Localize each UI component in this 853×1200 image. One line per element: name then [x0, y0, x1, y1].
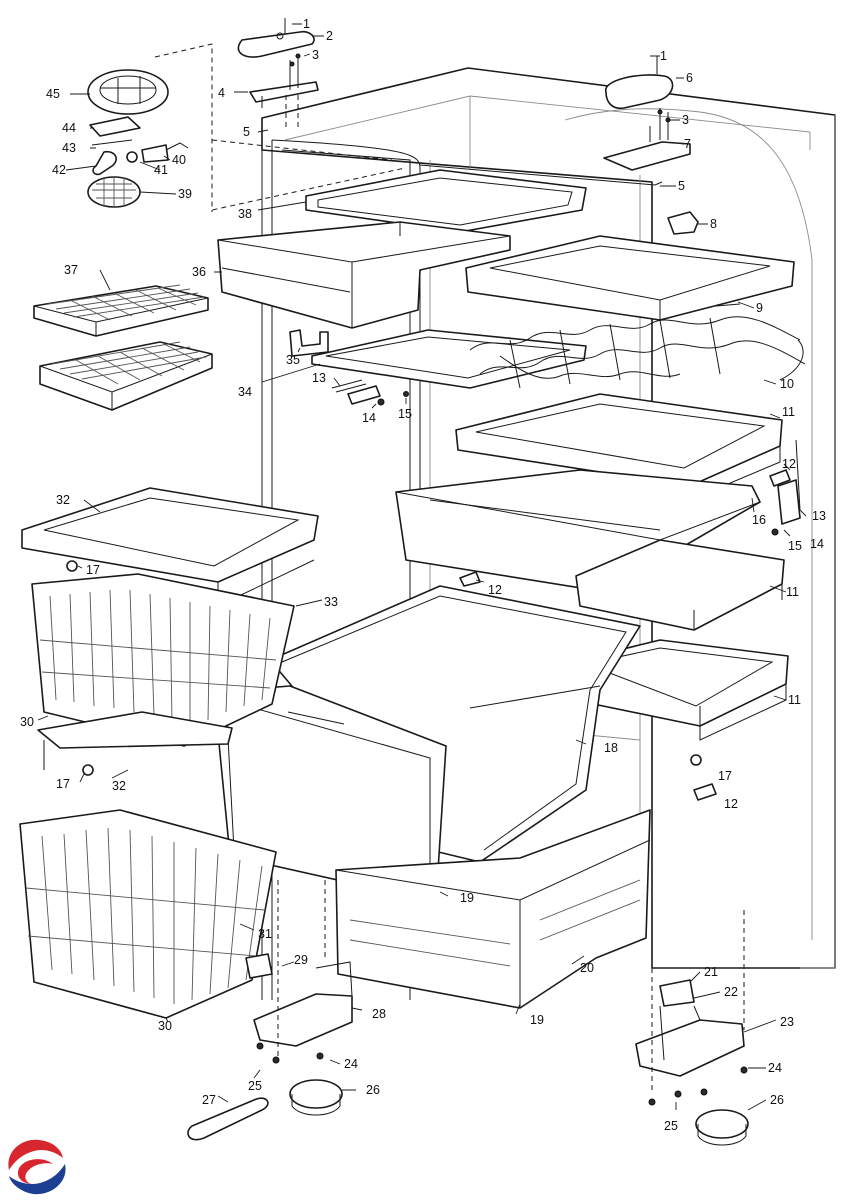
callout-3: 3: [312, 48, 319, 62]
wrench-tool: [187, 1097, 269, 1141]
leveling-feet: [289, 1079, 749, 1146]
callout-40: 40: [172, 153, 186, 167]
callout-23: 23: [780, 1015, 794, 1029]
callout-30: 30: [20, 715, 34, 729]
callout-42: 42: [52, 163, 66, 177]
callout-45: 45: [46, 87, 60, 101]
callout-18: 18: [604, 741, 618, 755]
top-hinge-left: [237, 18, 319, 130]
callout-10: 10: [780, 377, 794, 391]
callout-3: 3: [682, 113, 689, 127]
callout-38: 38: [238, 207, 252, 221]
wine-rack: [469, 316, 806, 389]
callout-37: 37: [64, 263, 78, 277]
callout-17: 17: [718, 769, 732, 783]
logo-blue-swoosh: [9, 1164, 66, 1195]
callout-17: 17: [56, 777, 70, 791]
callout-21: 21: [704, 965, 718, 979]
callout-39: 39: [178, 187, 192, 201]
callout-4: 4: [218, 86, 225, 100]
callout-7: 7: [684, 137, 691, 151]
freezer-shelf: [305, 169, 587, 233]
glass-shelf-top-right: [465, 235, 795, 321]
lower-drawer: [335, 809, 651, 1009]
callout-24: 24: [768, 1061, 782, 1075]
callout-11: 11: [786, 585, 799, 599]
logo-center-mark: [17, 1159, 53, 1184]
callout-26: 26: [366, 1083, 380, 1097]
callout-11: 11: [788, 693, 801, 707]
shelf-frame-upper-right: [455, 393, 783, 501]
shelf-support-right: [459, 439, 801, 801]
leader-lines: [37, 23, 807, 1111]
callout-34: 34: [238, 385, 252, 399]
logo-red-swoosh: [8, 1139, 64, 1170]
callout-19: 19: [460, 891, 474, 905]
shelf-support-left: [331, 379, 409, 406]
callout-16: 16: [752, 513, 766, 527]
bottom-hinge-left: [245, 880, 353, 1060]
callout-9: 9: [756, 301, 763, 315]
callout-30: 30: [158, 1019, 172, 1033]
callout-19: 19: [530, 1013, 544, 1027]
callout-5: 5: [243, 125, 250, 139]
callout-43: 43: [62, 141, 76, 155]
callout-35: 35: [286, 353, 300, 367]
callout-8: 8: [710, 217, 717, 231]
callout-labels: 1 1 2 3 3 4 5 5 6 7 8 9 10 11 11 11 12 1…: [20, 17, 826, 1133]
hex-bolts: [256, 1042, 748, 1106]
callout-15: 15: [398, 407, 412, 421]
callout-24: 24: [344, 1057, 358, 1071]
freezer-drawer: [217, 221, 511, 329]
callout-12: 12: [724, 797, 738, 811]
callout-12: 12: [488, 583, 502, 597]
callout-32: 32: [112, 779, 126, 793]
callout-22: 22: [724, 985, 738, 999]
wire-basket-lower: [19, 809, 277, 1019]
wire-basket-upper: [31, 573, 295, 747]
callout-1: 1: [303, 17, 310, 31]
callout-14: 14: [362, 411, 376, 425]
callout-11: 11: [782, 405, 795, 419]
roller-left-lower: [82, 764, 94, 776]
callout-6: 6: [686, 71, 693, 85]
callout-26: 26: [770, 1093, 784, 1107]
glass-shelf-middle: [311, 329, 587, 389]
callout-13: 13: [312, 371, 326, 385]
callout-14: 14: [810, 537, 824, 551]
roller-right: [690, 754, 702, 766]
callout-13: 13: [812, 509, 826, 523]
callout-15: 15: [788, 539, 802, 553]
callout-33: 33: [324, 595, 338, 609]
callout-17: 17: [86, 563, 100, 577]
glass-shelf-middle-right: [575, 539, 785, 631]
top-hinge-right: [603, 56, 691, 171]
callout-31: 31: [258, 927, 272, 941]
brand-logo-icon: [8, 1139, 66, 1195]
callout-32: 32: [56, 493, 70, 507]
callout-5: 5: [678, 179, 685, 193]
callout-36: 36: [192, 265, 206, 279]
callout-25: 25: [664, 1119, 678, 1133]
ice-cube-tray-lower: [39, 341, 213, 411]
callout-27: 27: [202, 1093, 216, 1107]
bottom-hinge-right: [635, 910, 745, 1090]
callout-41: 41: [154, 163, 168, 177]
shelf-clip: [667, 211, 699, 235]
callout-29: 29: [294, 953, 308, 967]
callout-20: 20: [580, 961, 594, 975]
roller-left-upper: [66, 560, 78, 572]
ice-cube-tray-upper: [33, 284, 209, 337]
callout-28: 28: [372, 1007, 386, 1021]
freezer-basket-frame-lower: [37, 711, 233, 770]
callout-44: 44: [62, 121, 76, 135]
callout-25: 25: [248, 1079, 262, 1093]
callout-2: 2: [326, 29, 333, 43]
callout-1: 1: [660, 49, 667, 63]
callout-12: 12: [782, 457, 796, 471]
